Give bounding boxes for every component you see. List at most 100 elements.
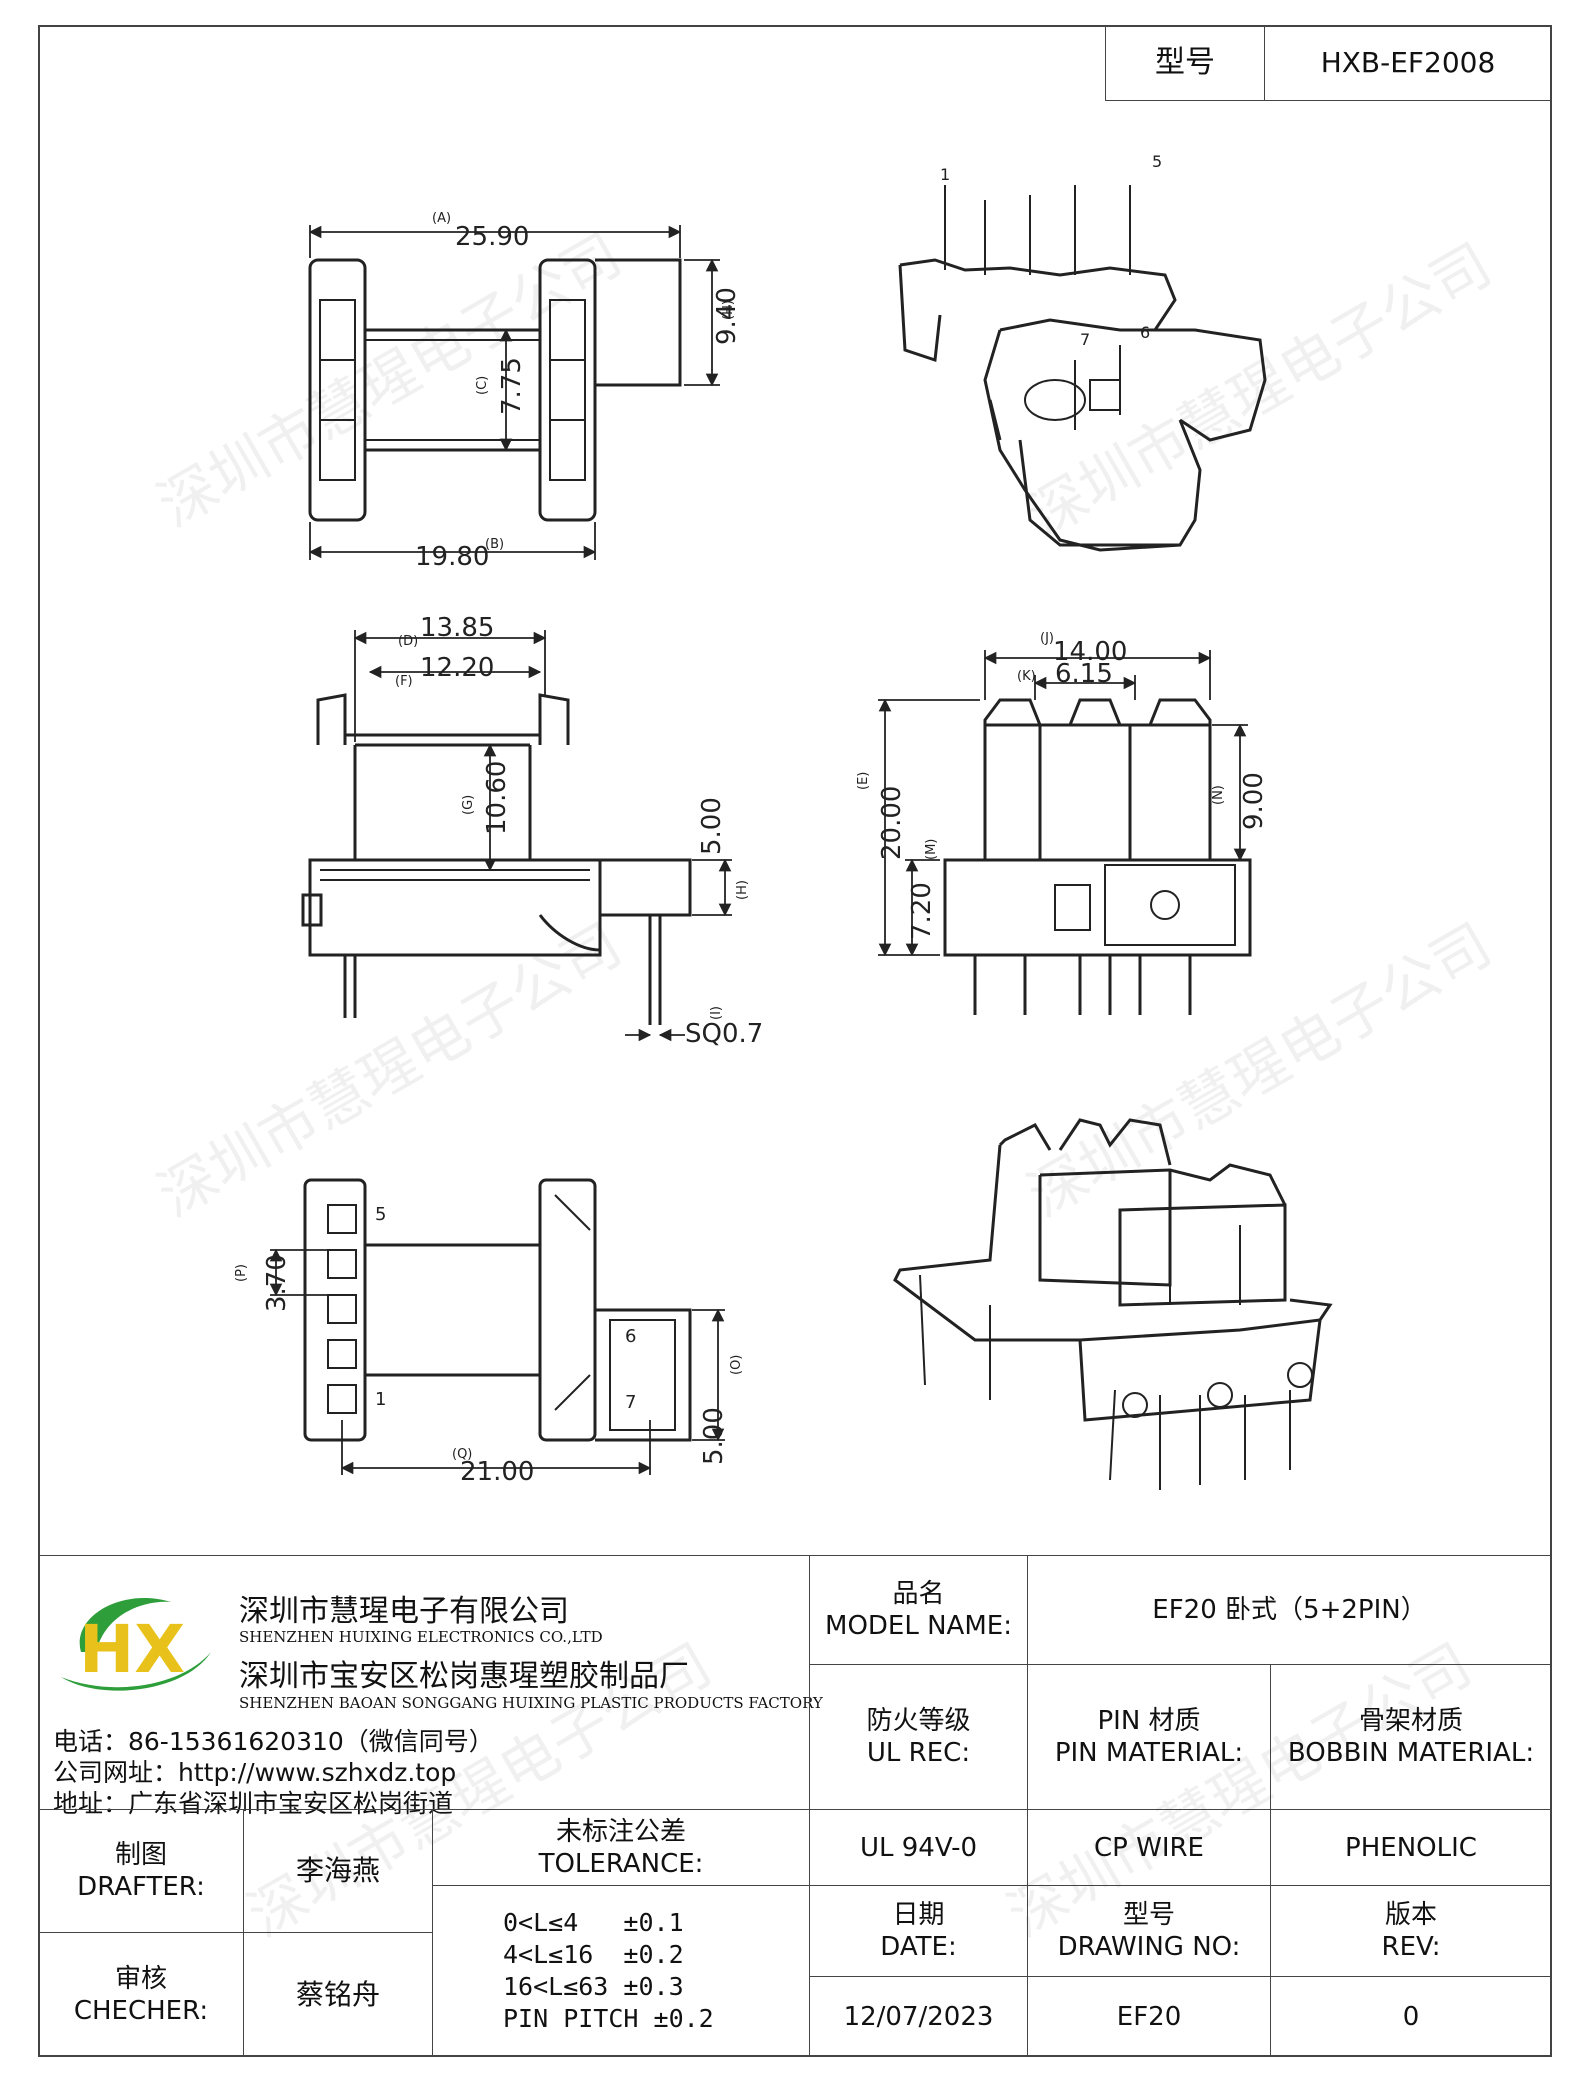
ul-rec-value: UL 94V-0 bbox=[809, 1809, 1028, 1886]
date-label: 日期 DATE: bbox=[809, 1885, 1028, 1977]
bobbin-material-value: PHENOLIC bbox=[1270, 1809, 1552, 1886]
pin-material-label-text: PIN 材质 PIN MATERIAL: bbox=[1054, 1706, 1244, 1768]
engineering-drawing: 25.90 (A) 9.40 (H) 7.75 (C) 19.80 (B) 13… bbox=[234, 152, 1333, 1490]
dim-side-d: 13.85 bbox=[420, 613, 494, 643]
tolerance-label-text: 未标注公差 TOLERANCE: bbox=[538, 1816, 704, 1879]
checker-label: 审核 CHECHER: bbox=[38, 1932, 244, 2057]
rev-label-text: 版本 REV: bbox=[1381, 1900, 1441, 1962]
top-view bbox=[308, 258, 682, 522]
dim-bottom-o-label: (O) bbox=[729, 1355, 744, 1375]
company-name-cn: 深圳市慧瑆电子有限公司 bbox=[239, 1594, 569, 1629]
rev-value: 0 bbox=[1270, 1976, 1552, 2057]
rev-label: 版本 REV: bbox=[1270, 1885, 1552, 1977]
pin-label-5: 5 bbox=[375, 1204, 386, 1225]
drawing-no-value: EF20 bbox=[1027, 1976, 1271, 2057]
company-phone: 电话：86-15361620310（微信同号） bbox=[53, 1727, 494, 1756]
dim-top-h-label: (H) bbox=[721, 300, 736, 320]
dim-top-b: 19.80 bbox=[415, 542, 489, 572]
side-view bbox=[301, 693, 692, 1025]
tolerance-line-1: 0<L≤4 ±0.1 bbox=[503, 1908, 684, 1937]
pin-label-7: 7 bbox=[625, 1392, 636, 1413]
dim-front-j: 14.00 bbox=[1053, 637, 1127, 667]
logo-swoosh-top bbox=[79, 1598, 171, 1652]
bobbin-material-label-text: 骨架材质 BOBBIN MATERIAL: bbox=[1287, 1706, 1535, 1768]
dim-front-j-label: (J) bbox=[1040, 631, 1054, 646]
dim-front-n: 9.00 bbox=[1239, 772, 1269, 830]
dim-front-k: 6.15 bbox=[1055, 659, 1113, 689]
bobbin-material-value-text: PHENOLIC bbox=[1345, 1832, 1477, 1863]
dim-front-m: 7.20 bbox=[907, 882, 937, 940]
top-view-dimensions bbox=[308, 225, 720, 560]
factory-name-en: SHENZHEN BAOAN SONGGANG HUIXING PLASTIC … bbox=[239, 1694, 823, 1712]
date-label-text: 日期 DATE: bbox=[880, 1900, 957, 1962]
dim-side-i-label: (I) bbox=[709, 1006, 724, 1020]
dim-side-f-label: (F) bbox=[395, 674, 413, 689]
dim-bottom-5: 5.00 bbox=[699, 1407, 729, 1465]
pin-material-value: CP WIRE bbox=[1027, 1809, 1271, 1886]
dim-side-i: SQ0.7 bbox=[685, 1019, 763, 1049]
checker-label-text: 审核 CHECHER: bbox=[73, 1963, 209, 2026]
checker-value-text: 蔡铭舟 bbox=[295, 1977, 380, 2011]
dim-side-g-label: (G) bbox=[461, 795, 476, 815]
iso-view-top bbox=[898, 185, 1267, 552]
pin-label-1: 1 bbox=[375, 1389, 386, 1410]
tolerance-line-4: PIN PITCH ±0.2 bbox=[503, 2004, 714, 2033]
bottom-view-dimensions bbox=[269, 1248, 725, 1475]
drawing-no-value-text: EF20 bbox=[1116, 2001, 1182, 2032]
dim-top-a: 25.90 bbox=[455, 222, 529, 252]
ul-rec-label-text: 防火等级 UL REC: bbox=[866, 1706, 971, 1768]
company-name-en: SHENZHEN HUIXING ELECTRONICS CO.,LTD bbox=[239, 1628, 603, 1646]
model-name-value-text: EF20 卧式（5+2PIN） bbox=[1152, 1595, 1427, 1625]
company-block: HX 深圳市慧瑆电子有限公司 SHENZHEN HUIXING ELECTRON… bbox=[38, 1555, 823, 1818]
ul-rec-label: 防火等级 UL REC: bbox=[809, 1664, 1028, 1810]
iso-pin-7: 7 bbox=[1080, 330, 1090, 349]
iso-pin-5: 5 bbox=[1152, 152, 1162, 171]
dim-side-d-label: (D) bbox=[398, 634, 418, 649]
dim-bottom-p: 3.70 bbox=[262, 1254, 292, 1312]
ul-rec-value-text: UL 94V-0 bbox=[859, 1832, 978, 1863]
dim-front-k-label: (K) bbox=[1017, 669, 1036, 684]
drawing-no-label: 型号 DRAWING NO: bbox=[1027, 1885, 1271, 1977]
dim-front-e-label: (E) bbox=[856, 772, 871, 790]
dim-bottom-q-label: (Q) bbox=[452, 1447, 472, 1462]
bottom-view bbox=[303, 1178, 692, 1442]
dim-front-m-label: (M) bbox=[924, 839, 939, 860]
tolerance-values: 0<L≤4 ±0.1 4<L≤16 ±0.2 16<L≤63 ±0.3 PIN … bbox=[432, 1885, 810, 2057]
dim-top-c-label: (C) bbox=[475, 376, 490, 395]
drafter-value: 李海燕 bbox=[243, 1809, 433, 1933]
front-view-dimensions bbox=[878, 650, 1248, 957]
model-name-value: EF20 卧式（5+2PIN） bbox=[1027, 1555, 1552, 1665]
tolerance-line-2: 4<L≤16 ±0.2 bbox=[503, 1940, 684, 1969]
dim-front-e: 20.00 bbox=[877, 786, 907, 860]
pin-material-label: PIN 材质 PIN MATERIAL: bbox=[1027, 1664, 1271, 1810]
logo-letters: HX bbox=[79, 1611, 185, 1688]
front-view bbox=[943, 698, 1252, 1015]
bobbin-material-label: 骨架材质 BOBBIN MATERIAL: bbox=[1270, 1664, 1552, 1810]
dim-bottom-p-label: (P) bbox=[234, 1264, 249, 1282]
model-name-label: 品名 MODEL NAME: bbox=[809, 1555, 1028, 1665]
drafter-label: 制图 DRAFTER: bbox=[38, 1809, 244, 1933]
tolerance-line-3: 16<L≤63 ±0.3 bbox=[503, 1972, 684, 2001]
company-address: 地址：广东省深圳市宝安区松岗街道 bbox=[53, 1789, 454, 1818]
dim-top-a-label: (A) bbox=[432, 211, 451, 226]
dim-side-f: 12.20 bbox=[420, 653, 494, 683]
tolerance-label: 未标注公差 TOLERANCE: bbox=[432, 1809, 810, 1886]
drafter-value-text: 李海燕 bbox=[295, 1854, 380, 1887]
dim-side-g: 10.60 bbox=[482, 761, 512, 835]
iso-pin-1: 1 bbox=[940, 165, 950, 184]
drafter-label-text: 制图 DRAFTER: bbox=[77, 1840, 205, 1902]
dim-top-b-label: (B) bbox=[485, 537, 504, 552]
date-value: 12/07/2023 bbox=[809, 1976, 1028, 2057]
factory-name-cn: 深圳市宝安区松岗惠瑆塑胶制品厂 bbox=[239, 1659, 689, 1694]
dim-bottom-q: 21.00 bbox=[460, 1457, 534, 1487]
iso-view-bottom bbox=[893, 1118, 1333, 1490]
side-view-dimensions bbox=[353, 630, 732, 1042]
dim-side-h-label: (H) bbox=[735, 880, 750, 900]
header-model-label-text: 型号 bbox=[1155, 45, 1215, 80]
rev-value-text: 0 bbox=[1402, 2001, 1420, 2032]
drawing-no-label-text: 型号 DRAWING NO: bbox=[1057, 1900, 1241, 1962]
header-model-label: 型号 bbox=[1105, 25, 1265, 101]
pin-label-6: 6 bbox=[625, 1326, 636, 1347]
dim-top-c: 7.75 bbox=[497, 357, 527, 415]
model-name-label-text: 品名 MODEL NAME: bbox=[825, 1579, 1012, 1641]
